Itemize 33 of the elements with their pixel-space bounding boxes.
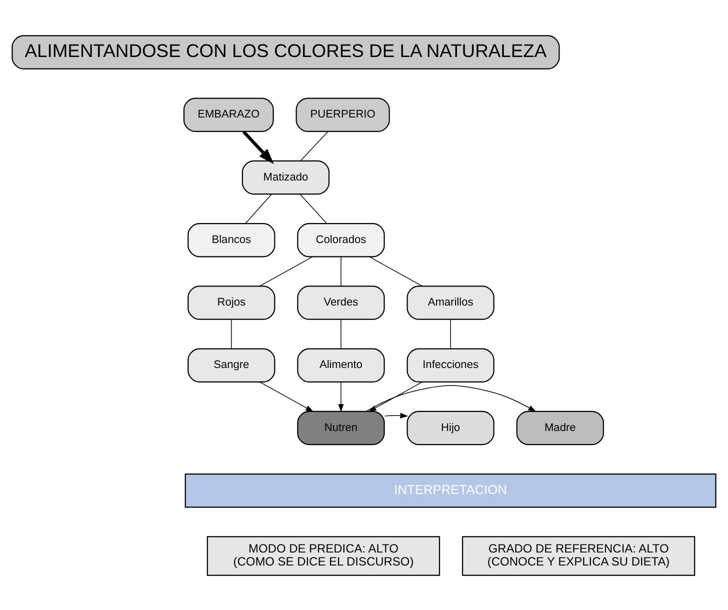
connector <box>340 256 342 286</box>
node-box: Colorados <box>297 222 385 257</box>
connector <box>231 318 232 348</box>
arrow <box>368 381 422 412</box>
node-box: MODO DE PREDICA: ALTO (COMO SE DICE EL DISCURSO) <box>206 536 440 576</box>
arrow <box>384 412 408 418</box>
connector <box>369 256 423 286</box>
node-box: Blancos <box>188 222 276 257</box>
node-box: Sangre <box>188 348 276 382</box>
node-box: Rojos <box>188 285 276 320</box>
node-box: GRADO DE REFERENCIA: ALTO (CONOCE Y EXPLICA SU DIETA) <box>462 536 696 576</box>
connector <box>340 318 342 348</box>
node-box: Matizado <box>242 160 330 194</box>
node-box: Alimento <box>297 348 385 382</box>
node-box: EMBARAZO <box>183 97 274 132</box>
node-box: Amarillos <box>406 285 494 320</box>
connector <box>450 318 451 348</box>
node-box: Hijo <box>406 410 494 445</box>
connector <box>300 194 327 223</box>
node-box: INTERPRETACION <box>184 472 716 508</box>
connector <box>300 130 328 160</box>
arrow <box>242 130 274 164</box>
node-box: ALIMENTANDOSE CON LOS COLORES DE LA NATURALEZA <box>12 34 560 69</box>
arrow <box>338 381 344 412</box>
node-box: Madre <box>516 410 604 445</box>
arrow <box>260 381 314 412</box>
node-box: Verdes <box>297 285 385 320</box>
arrow <box>366 384 536 412</box>
connector <box>259 256 313 286</box>
node-box: Nutren <box>297 410 385 445</box>
node-box: Infecciones <box>406 348 494 382</box>
connector <box>245 194 272 223</box>
node-box: PUERPERIO <box>296 97 390 132</box>
